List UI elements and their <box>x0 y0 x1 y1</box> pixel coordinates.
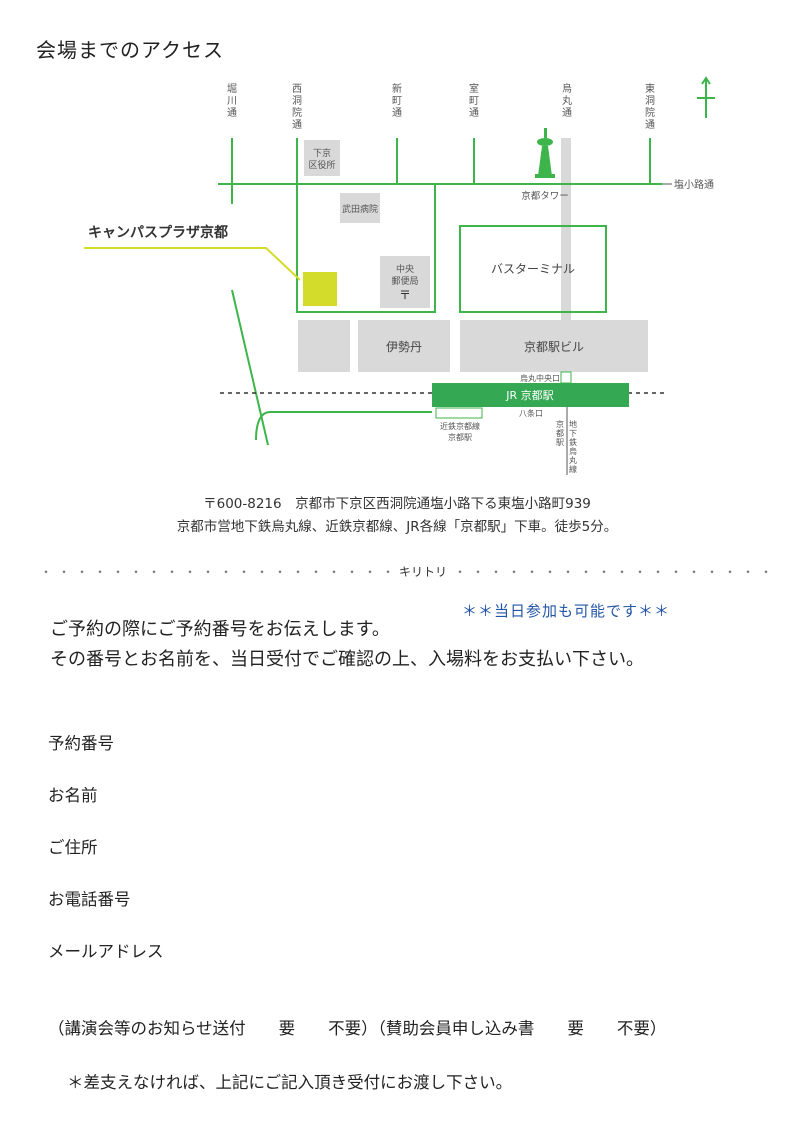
street-label-shinmachi: 町 <box>392 96 402 107</box>
subway-karasuma-line-label: 烏 <box>569 446 577 456</box>
jr-station-label: JR 京都駅 <box>505 388 553 402</box>
email-field: メールアドレス <box>48 942 164 961</box>
subway-karasuma-line-label: 地 <box>569 419 577 429</box>
subway-kyoto-station-label: 都 <box>556 429 564 438</box>
address-line-1: 〒600-8216 京都市下京区西洞院通塩小路下る東塩小路町939 <box>203 496 591 512</box>
diagonal-road <box>231 289 269 446</box>
street-label-higashinotoin: 洞 <box>645 95 655 107</box>
shimogyo-label-1: 下京 <box>313 147 331 159</box>
street-label-horikawa: 堀 <box>227 83 237 95</box>
reservation-number-field: 予約番号 <box>48 734 114 753</box>
north-arrow-head <box>701 76 711 85</box>
bus-terminal-label: バスターミナル <box>491 262 575 276</box>
street-label-karasuma: 丸 <box>562 94 572 107</box>
street-label-horikawa: 川 <box>227 96 237 107</box>
station-building-block <box>460 320 648 372</box>
kintetsu-label-1: 近鉄京都線 <box>440 421 480 431</box>
kyoto-tower-icon <box>535 128 555 178</box>
takeda-hospital-label: 武田病院 <box>342 203 378 215</box>
street-label-shinmachi: 新 <box>392 82 402 95</box>
name-field: お名前 <box>48 786 98 805</box>
venue-marker <box>303 272 337 306</box>
kintetsu-curve <box>255 411 432 441</box>
venue-leader-line <box>84 247 301 281</box>
central-exit-label: 烏丸中央口 <box>520 373 560 383</box>
page-title: 会場までのアクセス <box>36 38 224 62</box>
footer-note: ＊差支えなければ、上記にご記入頂き受付にお渡し下さい。 <box>67 1073 513 1092</box>
post-mark-icon: 〒 <box>399 288 411 302</box>
isetan-building <box>358 320 450 372</box>
subway-kyoto-station-label: 駅 <box>556 438 564 447</box>
subway-karasuma-line-label: 鉄 <box>569 437 577 447</box>
hachijo-exit-label: 八条口 <box>519 408 543 418</box>
post-office-building <box>380 256 430 308</box>
street-label-karasuma: 烏 <box>562 82 572 95</box>
shiokoji-label: 塩小路通 <box>674 178 714 191</box>
street-label-muromachi: 町 <box>469 96 479 107</box>
kintetsu-box <box>435 407 483 419</box>
street-label-nishinotoin: 院 <box>292 106 302 119</box>
subway-kyoto-station-label: 京 <box>556 419 564 429</box>
phone-field: お電話番号 <box>48 890 131 909</box>
address-field: ご住所 <box>48 838 98 857</box>
street-label-shinmachi: 通 <box>392 107 402 119</box>
block-outline <box>296 183 436 313</box>
unnamed-building <box>298 320 350 372</box>
cut-line: ・・・・・・・・・・・・・・・・・・・・・・・・・・・・・・・・・・・・・・・・… <box>40 563 775 580</box>
notice-line-1: ご予約の際にご予約番号をお伝えします。 <box>50 619 390 640</box>
subway-karasuma-line-label: 丸 <box>569 455 577 465</box>
shimogyo-ward-office-building <box>304 140 340 176</box>
cut-label: キリトリ <box>396 563 451 580</box>
address-line-2: 京都市営地下鉄烏丸線、近鉄京都線、JR各線「京都駅」下車。徒歩5分。 <box>176 519 618 535</box>
venue-label: キャンパスプラザ京都 <box>88 224 228 241</box>
kyoto-tower-label: 京都タワー <box>521 190 569 202</box>
street-label-karasuma: 通 <box>562 107 572 119</box>
isetan-label: 伊勢丹 <box>386 339 422 354</box>
street-label-higashinotoin: 東 <box>645 82 655 95</box>
same-day-available-note: ＊＊当日参加も可能です＊＊ <box>462 602 671 620</box>
street-label-nishinotoin: 洞 <box>292 95 302 107</box>
station-building-label: 京都駅ビル <box>524 340 584 354</box>
post-office-label-2: 郵便局 <box>391 275 418 287</box>
subway-karasuma-line-label: 下 <box>569 429 577 438</box>
shimogyo-label-2: 区役所 <box>308 159 335 171</box>
street-label-muromachi: 通 <box>469 107 479 119</box>
options-line: （講演会等のお知らせ送付 要 不要）（賛助会員申し込み書 要 不要） <box>48 1019 667 1038</box>
jr-station-bar <box>432 383 629 407</box>
takeda-hospital-building <box>340 193 380 223</box>
street-label-higashinotoin: 院 <box>645 106 655 119</box>
street-label-nishinotoin: 通 <box>292 119 302 131</box>
karasuma-gray-strip <box>561 138 571 386</box>
street-label-higashinotoin: 通 <box>645 119 655 131</box>
notice-line-2: その番号とお名前を、当日受付でご確認の上、入場料をお支払い下さい。 <box>50 649 644 670</box>
central-exit-box <box>560 371 572 384</box>
kintetsu-label-2: 京都駅 <box>448 432 472 442</box>
bus-terminal-box <box>459 225 607 313</box>
street-label-horikawa: 通 <box>227 107 237 119</box>
street-label-nishinotoin: 西 <box>292 84 302 95</box>
street-label-muromachi: 室 <box>469 82 479 95</box>
subway-karasuma-line-label: 線 <box>569 464 577 474</box>
post-office-label-1: 中央 <box>396 263 414 275</box>
